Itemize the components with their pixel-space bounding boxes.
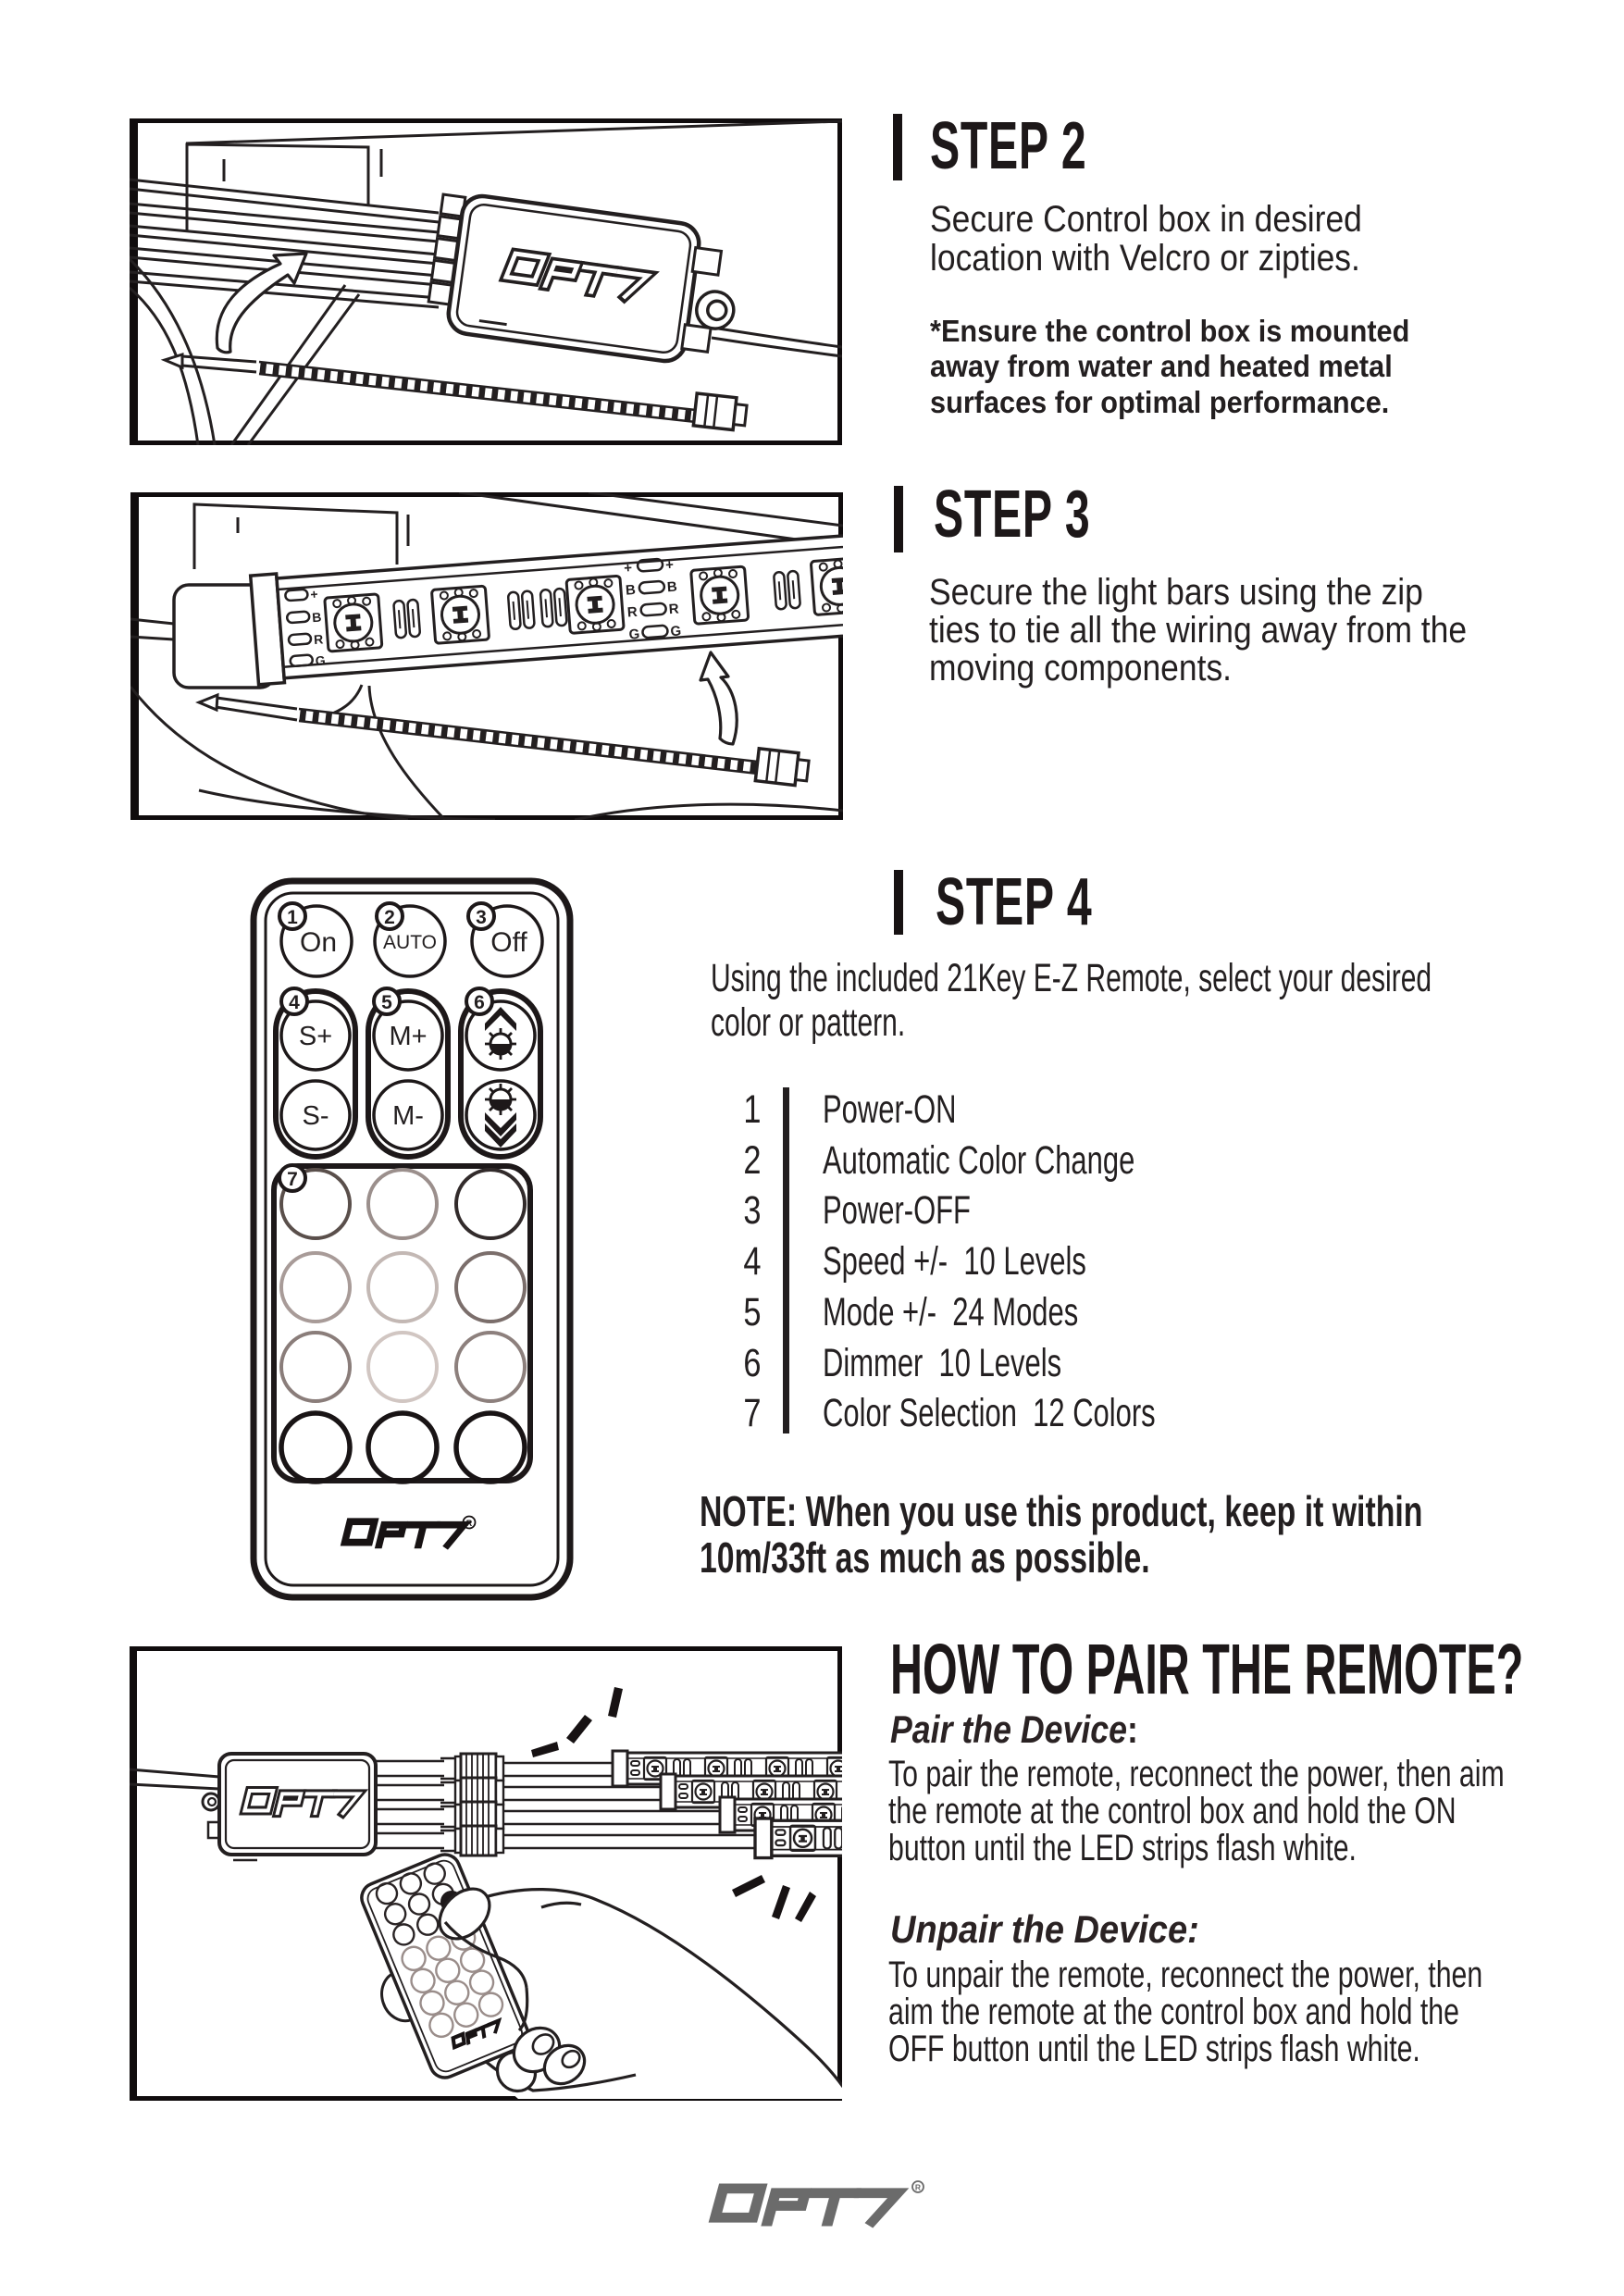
svg-text:2: 2 [384,907,395,928]
svg-text:B: B [625,582,636,599]
svg-text:1: 1 [287,907,298,928]
svg-text:B: B [312,610,322,626]
svg-text:+: + [310,587,318,602]
svg-text:G: G [670,623,682,639]
svg-text:M-: M- [392,1101,424,1131]
svg-text:On: On [300,927,337,958]
svg-text:R: R [313,631,323,647]
svg-text:R: R [915,2183,921,2192]
svg-text:S-: S- [303,1101,329,1131]
svg-text:6: 6 [474,992,485,1013]
svg-text:R: R [626,604,638,621]
svg-text:5: 5 [381,992,392,1013]
svg-text:+: + [664,557,674,574]
svg-text:B: B [666,579,677,596]
svg-text:G: G [628,627,640,643]
svg-text:G: G [315,652,326,668]
svg-text:+: + [624,560,633,577]
svg-text:7: 7 [287,1169,298,1190]
svg-text:R: R [466,1519,473,1528]
svg-text:M+: M+ [389,1022,427,1051]
svg-text:3: 3 [476,907,487,928]
svg-text:AUTO: AUTO [383,932,437,953]
svg-text:Off: Off [490,927,527,958]
svg-text:S+: S+ [299,1022,332,1051]
svg-text:4: 4 [289,992,300,1013]
svg-text:R: R [668,602,679,618]
